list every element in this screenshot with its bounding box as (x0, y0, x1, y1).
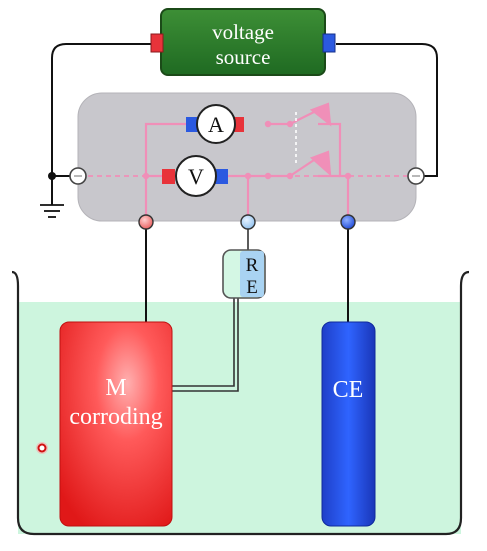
we-label-line1: M (105, 375, 126, 401)
reference-electrode: R E (222, 249, 266, 299)
source-terminal-positive (150, 33, 164, 53)
terminal-ce (340, 214, 356, 230)
voltmeter: V (162, 155, 228, 197)
voltage-source-line1: voltage (212, 20, 274, 44)
working-electrode: M corroding (59, 321, 173, 527)
ground-junction (48, 172, 56, 180)
ammeter: A (186, 104, 244, 144)
voltmeter-label: V (188, 164, 204, 189)
voltage-source-line2: source (216, 45, 271, 69)
terminal-we (138, 214, 154, 230)
we-label-line2: corroding (69, 404, 162, 430)
ground-icon (40, 204, 64, 218)
re-letter-e: E (246, 277, 258, 298)
ammeter-label: A (208, 112, 224, 137)
beaker-outline (11, 270, 470, 536)
re-letter-r: R (246, 255, 259, 276)
re-wire (172, 298, 239, 392)
outer-wiring (51, 43, 438, 325)
terminal-re (240, 214, 256, 230)
ce-label: CE (333, 377, 364, 403)
pointer-marker (36, 442, 48, 454)
voltage-source: voltage source (160, 8, 326, 76)
wiring-nodes (142, 120, 352, 180)
source-terminal-negative (322, 33, 336, 53)
counter-electrode: CE (321, 321, 376, 527)
